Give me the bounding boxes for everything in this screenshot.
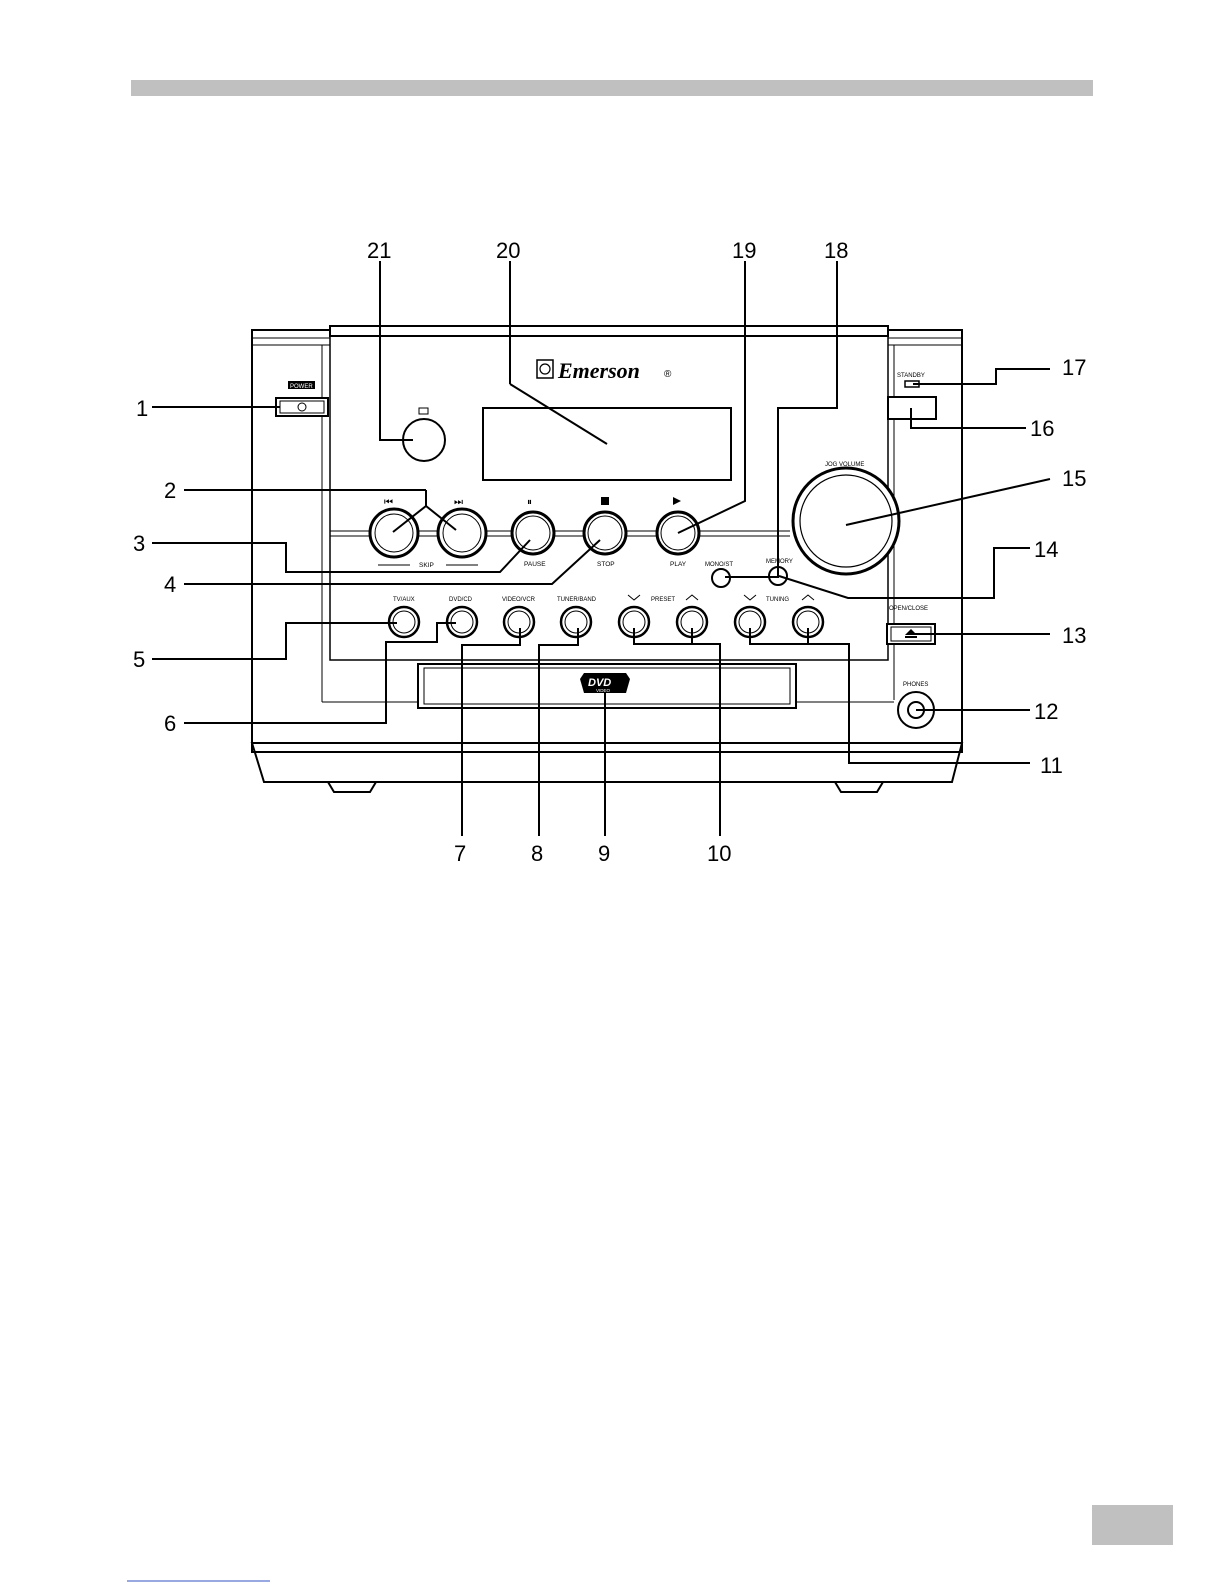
callout-4: 4 — [164, 572, 176, 597]
mono-st-label: MONO/ST — [705, 562, 733, 568]
callout-21: 21 — [367, 238, 391, 263]
callout-9: 9 — [598, 841, 610, 866]
remote-sensor — [403, 408, 445, 461]
play-icon — [673, 497, 681, 505]
skip-back-button[interactable]: ⏮ — [370, 497, 418, 557]
play-label: PLAY — [670, 561, 687, 568]
callout-1: 1 — [136, 396, 148, 421]
jog-volume-knob[interactable]: JOG VOLUME — [793, 462, 899, 574]
callout-12: 12 — [1034, 699, 1058, 724]
chevron-down-icon — [744, 595, 756, 600]
tv-aux-button[interactable]: TV/AUX — [389, 597, 419, 637]
phones-label: PHONES — [903, 682, 928, 688]
callout-5: 5 — [133, 647, 145, 672]
stop-icon — [601, 497, 609, 505]
page-number-tab — [1092, 1505, 1173, 1545]
standby-label: STANDBY — [897, 373, 925, 379]
header-bar — [131, 80, 1093, 96]
video-vcr-label: VIDEO/VCR — [502, 597, 536, 603]
tuner-band-label: TUNER/BAND — [557, 597, 597, 603]
callout-6: 6 — [164, 711, 176, 736]
dvd-logo-sub: VIDEO — [596, 688, 611, 693]
callout-11: 11 — [1040, 753, 1063, 778]
tuning-label: TUNING — [766, 597, 789, 603]
skip-forward-icon: ⏭ — [454, 497, 463, 508]
callout-7: 7 — [454, 841, 466, 866]
phones-jack[interactable]: PHONES — [898, 682, 934, 728]
stop-label: STOP — [597, 561, 615, 568]
open-close-button[interactable]: OPEN/CLOSE — [887, 606, 935, 644]
power-label: POWER — [290, 384, 313, 390]
tuner-band-button[interactable]: TUNER/BAND — [557, 597, 597, 637]
tv-aux-label: TV/AUX — [393, 597, 415, 603]
dvd-video-logo: DVD VIDEO — [580, 673, 630, 693]
callout-8: 8 — [531, 841, 543, 866]
memory-button[interactable]: MEMORY — [766, 559, 793, 585]
callout-16: 16 — [1030, 416, 1054, 441]
chevron-up-icon — [802, 595, 814, 600]
callout-20: 20 — [496, 238, 520, 263]
callout-2: 2 — [164, 478, 176, 503]
chevron-up-icon — [686, 595, 698, 600]
callout-19: 19 — [732, 238, 756, 263]
video-vcr-button[interactable]: VIDEO/VCR — [502, 597, 536, 637]
pause-button[interactable]: ⏸ PAUSE — [512, 497, 554, 568]
chevron-down-icon — [628, 595, 640, 600]
open-close-label: OPEN/CLOSE — [889, 606, 928, 612]
callout-13: 13 — [1062, 623, 1086, 648]
dvd-cd-button[interactable]: DVD/CD — [447, 597, 477, 637]
callout-15: 15 — [1062, 466, 1086, 491]
callout-3: 3 — [133, 531, 145, 556]
skip-label: SKIP — [419, 562, 434, 569]
pause-icon: ⏸ — [527, 497, 532, 508]
memory-label: MEMORY — [766, 559, 793, 565]
callout-17: 17 — [1062, 355, 1086, 380]
stop-button[interactable]: STOP — [584, 497, 626, 568]
callout-10: 10 — [707, 841, 731, 866]
skip-forward-button[interactable]: ⏭ — [438, 497, 486, 557]
callout-18: 18 — [824, 238, 848, 263]
svg-text:®: ® — [664, 369, 672, 380]
dvd-cd-label: DVD/CD — [449, 597, 473, 603]
callout-14: 14 — [1034, 537, 1058, 562]
pause-label: PAUSE — [524, 561, 546, 568]
brand-name: Emerson — [557, 358, 640, 383]
skip-back-icon: ⏮ — [384, 497, 393, 508]
brand-logo: Emerson ® — [537, 358, 672, 383]
preset-label: PRESET — [651, 597, 675, 603]
power-button[interactable]: POWER — [276, 381, 328, 416]
mono-st-button[interactable]: MONO/ST — [705, 562, 733, 587]
